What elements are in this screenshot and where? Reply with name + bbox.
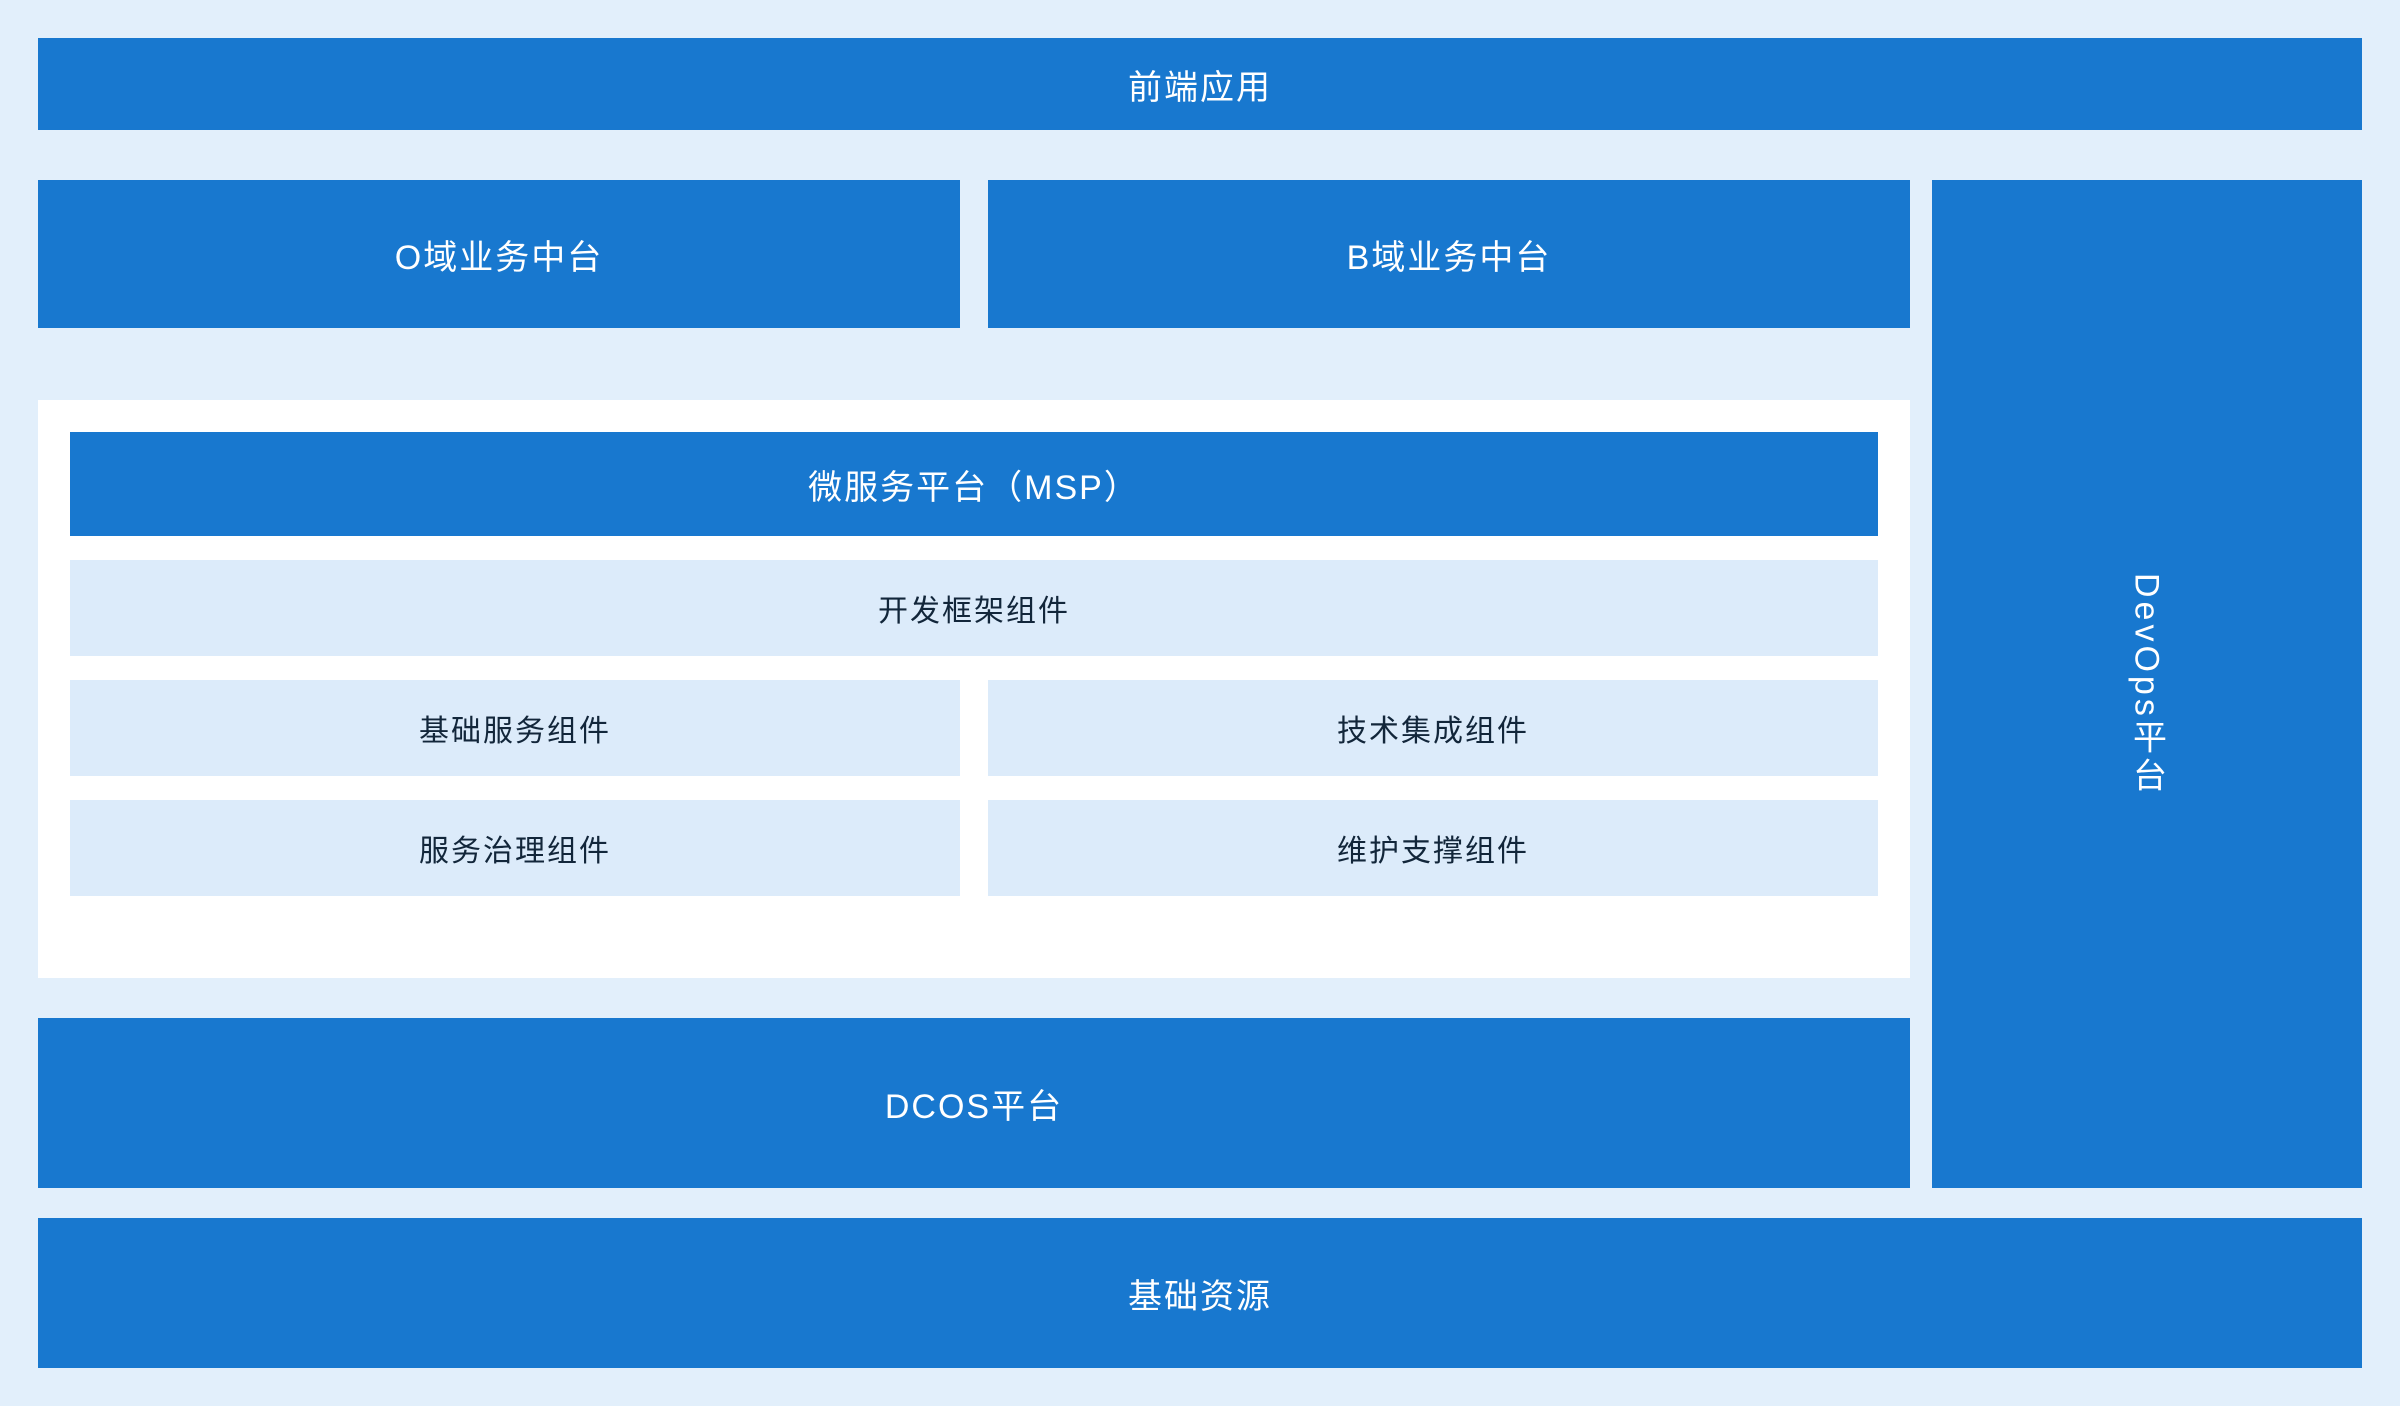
- layer-msp-container: 微服务平台（MSP） 开发框架组件 基础服务组件 技术集成组件 服务治理组件 维…: [38, 400, 1910, 978]
- msp-component-row-1: 基础服务组件 技术集成组件: [70, 680, 1878, 776]
- component-basic-service: 基础服务组件: [70, 680, 960, 776]
- component-service-governance: 服务治理组件: [70, 800, 960, 896]
- layer-dcos-platform: DCOS平台: [38, 1018, 1910, 1188]
- component-tech-integration: 技术集成组件: [988, 680, 1878, 776]
- left-stack: O域业务中台 B域业务中台 微服务平台（MSP） 开发框架组件 基础服务组件 技…: [38, 180, 1910, 1188]
- platform-b-domain: B域业务中台: [988, 180, 1910, 328]
- platform-o-domain: O域业务中台: [38, 180, 960, 328]
- layer-base-resource: 基础资源: [38, 1218, 2362, 1368]
- component-maintenance-support: 维护支撑组件: [988, 800, 1878, 896]
- msp-component-row-2: 服务治理组件 维护支撑组件: [70, 800, 1878, 896]
- layer-devops-platform: DevOps平台: [1932, 180, 2362, 1188]
- component-dev-framework: 开发框架组件: [70, 560, 1878, 656]
- middle-region: O域业务中台 B域业务中台 微服务平台（MSP） 开发框架组件 基础服务组件 技…: [38, 180, 2362, 1188]
- devops-platform-label: DevOps平台: [2127, 572, 2166, 796]
- msp-header: 微服务平台（MSP）: [70, 432, 1878, 536]
- layer-business-middle-platforms: O域业务中台 B域业务中台: [38, 180, 1910, 328]
- layer-frontend-application: 前端应用: [38, 38, 2362, 130]
